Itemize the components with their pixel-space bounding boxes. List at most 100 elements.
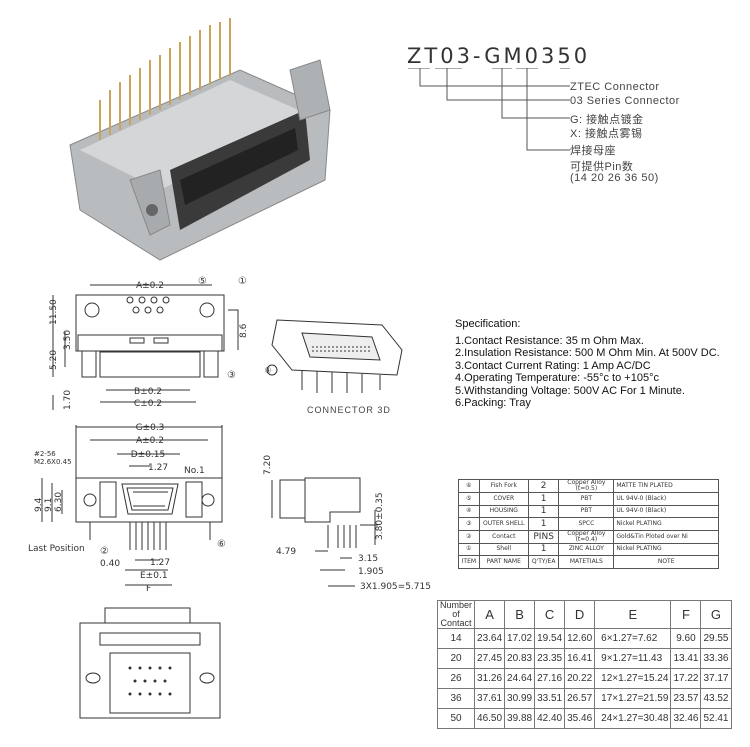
table-cell: Copper Alloy (t=0.4): [558, 529, 615, 544]
dim-7-20: 7.20: [263, 455, 273, 475]
table-cell: 32.46: [670, 708, 702, 729]
table-cell: 36: [436, 688, 476, 709]
table-cell: 9.60: [670, 628, 702, 649]
table-cell: Gold&Tin Ploted over Ni: [613, 529, 719, 544]
table-cell: 20: [436, 648, 476, 669]
dim-5-715: 3X1.905=5.715: [360, 582, 431, 592]
specification: Specification: 1.Contact Resistance: 35 …: [455, 318, 720, 410]
spec-item: 1.Contact Resistance: 35 m Ohm Max.: [455, 334, 644, 347]
table-cell: PBT: [558, 504, 615, 518]
callout-3: ③: [227, 370, 236, 381]
pin-no1-label: No.1: [184, 466, 205, 476]
table-cell: 23.35: [534, 648, 566, 669]
dim-a-front: A±0.2: [136, 436, 164, 446]
legend-ztec: ZTEC Connector: [570, 81, 660, 93]
dim-b: B±0.2: [134, 387, 162, 397]
table-cell: 29.55: [700, 628, 732, 649]
table-cell: Q'TY/EA: [527, 555, 560, 569]
table-cell: D: [564, 600, 596, 629]
table-cell: 31.26: [474, 668, 506, 689]
table-cell: 9×1.27=11.43: [594, 648, 672, 669]
legend-series: 03 Series Connector: [570, 95, 680, 107]
callout-2: ②: [100, 546, 109, 557]
table-cell: 24×1.27=30.48: [594, 708, 672, 729]
dim-a: A±0.2: [136, 281, 164, 291]
table-cell: 37.61: [474, 688, 506, 709]
table-cell: 43.52: [700, 688, 732, 709]
table-cell: E: [594, 600, 672, 629]
legend-gold: G: 接触点镀金: [570, 114, 644, 126]
part-number-legend-lines: [408, 68, 570, 151]
dim-3-50: 3.50: [63, 330, 73, 350]
table-cell: Number of Contact: [436, 600, 476, 629]
table-cell: 42.40: [534, 708, 566, 729]
table-cell: 27.45: [474, 648, 506, 669]
table-cell: 20.22: [564, 668, 596, 689]
dim-1-905: 1.905: [358, 567, 384, 577]
legend-solder: 焊接母座: [570, 145, 616, 157]
dim-c: C±0.2: [134, 399, 162, 409]
table-cell: 33.36: [700, 648, 732, 669]
table-cell: 27.16: [534, 668, 566, 689]
screw-size-1: #2-56: [34, 450, 56, 458]
table-cell: 1: [527, 517, 560, 531]
dim-1-70: 1.70: [63, 390, 73, 410]
table-cell: MATTE TIN PLATED: [613, 479, 719, 493]
table-cell: 26.57: [564, 688, 596, 709]
dim-pitch-2: 1.27: [150, 558, 170, 568]
table-cell: PBT: [558, 492, 615, 506]
table-cell: UL 94V-0 (Black): [613, 492, 719, 506]
callout-6: ⑥: [217, 539, 226, 550]
connector-3d-drawing: ④: [264, 319, 403, 393]
dim-9-1: 9.1: [44, 498, 54, 512]
front-view-drawing: G±0.3 A±0.2 D±0.15 1.27 No.1 #2-56 M2.6X…: [28, 423, 226, 594]
top-view-drawing: A±0.2 B±0.2 C±0.2 11.50 3.50 5.20 1.70 8…: [49, 276, 249, 410]
side-view-drawing: 7.20 3.80±0.35 4.79 3.15 1.905 3X1.905=5…: [263, 455, 431, 592]
spec-item: 2.Insulation Resistance: 500 M Ohm Min. …: [455, 347, 720, 359]
table-cell: ZINC ALLOY: [558, 542, 615, 556]
callout-4: ④: [264, 366, 271, 375]
legend-tin: X: 接触点雾锡: [570, 128, 643, 140]
table-cell: 12×1.27=15.24: [594, 668, 672, 689]
table-cell: ⑥: [458, 479, 480, 493]
table-cell: Copper Alloy (t=0.5): [558, 479, 615, 493]
table-cell: 23.57: [670, 688, 702, 709]
table-cell: 17.02: [504, 628, 536, 649]
dim-pitch: 1.27: [148, 463, 168, 473]
dim-6-30: 6.30: [54, 492, 64, 512]
table-cell: 1: [527, 542, 560, 556]
table-cell: 2: [527, 479, 560, 493]
dim-f: F: [146, 584, 151, 594]
callout-1: ①: [238, 276, 247, 287]
table-cell: ③: [458, 517, 480, 531]
legend-pins: 可提供Pin数: [570, 161, 634, 173]
table-cell: COVER: [478, 492, 529, 506]
spec-title: Specification:: [455, 318, 521, 330]
part-number: ZT03-GM0350: [407, 44, 591, 68]
table-cell: NOTE: [613, 555, 719, 569]
table-cell: 1: [527, 492, 560, 506]
dim-5-20: 5.20: [49, 350, 59, 370]
table-cell: 52.41: [700, 708, 732, 729]
spec-item: 4.Operating Temperature: -55°c to +105°c: [455, 372, 659, 384]
table-cell: ①: [458, 542, 480, 556]
dim-8-6: 8.6: [239, 323, 249, 338]
table-cell: 6×1.27=7.62: [594, 628, 672, 649]
table-cell: ④: [458, 504, 480, 518]
table-cell: 20.83: [504, 648, 536, 669]
table-cell: Shell: [478, 542, 529, 556]
dim-3-15: 3.15: [358, 554, 378, 564]
connector-3d-label: CONNECTOR 3D: [307, 405, 391, 415]
table-cell: PART NAME: [478, 555, 529, 569]
table-cell: 19.54: [534, 628, 566, 649]
